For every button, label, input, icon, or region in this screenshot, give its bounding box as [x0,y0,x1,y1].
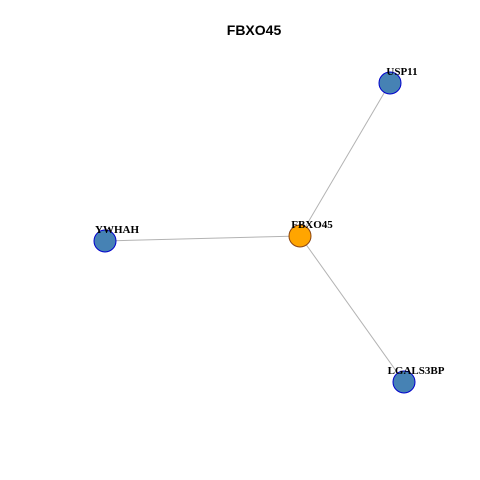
nodes-layer [93,71,416,394]
node-lgals3bp [392,370,416,394]
node-label-usp11: USP11 [386,66,417,78]
edge-fbxo45-lgals3bp [299,235,405,383]
node-usp11 [378,71,402,95]
node-ywhah [93,229,117,253]
node-label-fbxo45: FBXO45 [291,219,333,231]
node-fbxo45 [288,224,312,248]
edge-fbxo45-usp11 [299,82,391,237]
node-label-lgals3bp: LGALS3BP [388,365,445,377]
diagram-title: FBXO45 [227,22,282,38]
edge-fbxo45-ywhah [104,235,301,242]
node-label-ywhah: YWHAH [95,224,139,236]
edges-layer [104,82,405,383]
